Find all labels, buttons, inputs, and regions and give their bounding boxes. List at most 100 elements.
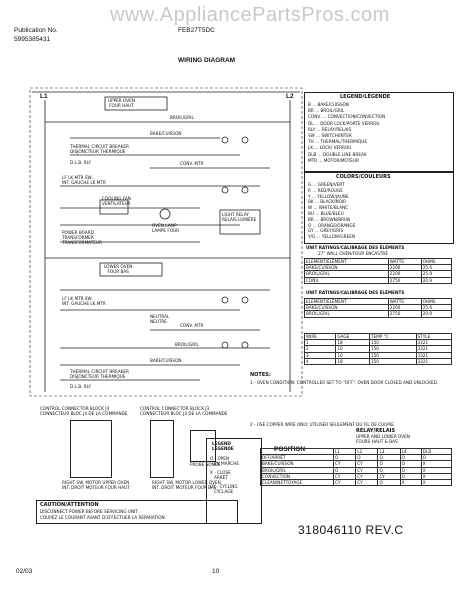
bake-label-upper: BAKE/CUISSON <box>150 131 182 136</box>
relay-title: RELAY/RELAIS <box>356 428 396 434</box>
table-cell: O <box>332 454 357 462</box>
page-number: 10 <box>212 568 220 575</box>
table-cell: O <box>332 466 357 474</box>
table-cell: O <box>377 466 401 474</box>
table-row: CONVECTION CY CY CY O X <box>260 472 453 481</box>
color-entry: GY ... GREY/GRIS <box>308 228 344 234</box>
table-cell: 20.9 <box>420 276 453 284</box>
part-number: 5995385431 <box>14 36 51 43</box>
color-entry: Y ... YELLOW/JAUNE <box>308 193 349 199</box>
table-header-cell: TEMP °C <box>368 332 417 341</box>
legend-entry: LK ... LOCK/ VERROU <box>308 145 352 151</box>
table-cell: 2750 <box>387 310 422 318</box>
document-number: 318046110 REV.C <box>298 523 404 537</box>
legend-cycling: CY - CYCLING CYCLAGE <box>210 484 238 494</box>
table-cell: O <box>377 454 401 462</box>
unit-ratings-title-upper: UNIT RATINGS/CALIBRAGE DES ÉLÉMENTS <box>306 245 405 250</box>
color-entry: BK ... BLACK/NOIR <box>308 199 347 205</box>
wall-oven-title-upper: 27" WALL OVEN/FOUR ENCASTRÉ <box>318 251 388 256</box>
l2-label: L2 <box>286 93 294 100</box>
right-sw-lower-caption: RIGHT SW. MOTOR LOWER OVEN INT. DROIT MO… <box>152 480 221 490</box>
power-board-label: POWER BOARD TRANSFORMER TRANSFORMATEUR <box>62 230 102 245</box>
table-cell: 4 <box>303 357 337 366</box>
table-header-cell: DLB <box>420 447 453 456</box>
table-header-row: L1 L2 L3 L4 DLB <box>260 447 453 456</box>
bake-label-lower: BAKE/CUISSON <box>150 358 182 363</box>
table-header-row: ELEMENT/ÉLÉMENT WATTS OHMS <box>304 257 453 266</box>
colors-list: G ... GREEN/VERT R ... RED/ROUGE Y ... Y… <box>308 182 355 240</box>
conv-motor-lower: CONV. MTR <box>180 323 204 328</box>
model-number: FEB27T5DC <box>178 27 215 34</box>
color-entry: Y/G ... YELLOW/GREEN <box>308 234 356 240</box>
colors-box <box>304 172 454 244</box>
table-cell: CY <box>355 472 379 481</box>
table-cell: O <box>420 454 453 462</box>
broil-label-upper: BROIL/GRIL <box>170 115 194 120</box>
legend-entry: DL ... DOOR LOCK/PORTE VERROU <box>308 120 380 126</box>
light-relay-label: LIGHT RELAY RELAIS LUMIÈRE <box>222 212 257 222</box>
table-cell: CY <box>355 466 379 474</box>
color-entry: BR ... BROWN/BRUN <box>308 216 351 222</box>
lf-lk-mtr-upper: LF LK MTR SW. INT. GAUCHE LK MTR <box>62 175 106 185</box>
upper-oven-label: UPPER OVEN FOUR HAUT <box>108 98 135 108</box>
lf-lk-mtr-lower: LF LK MTR SW. INT. GAUCHE LK MTR <box>62 296 106 306</box>
table-cell: 25.6 <box>420 264 453 272</box>
table-cell: 150 <box>368 351 417 359</box>
table-cell: X <box>420 460 453 468</box>
table-row: 4 18 150 3321 <box>303 357 452 366</box>
legend-entry: TH ... THERMAL/THERMIQUE <box>308 139 367 145</box>
control-block-j4 <box>70 420 112 478</box>
table-header-row: ELEMENT/ÉLÉMENT WATTS OHMS <box>304 297 453 306</box>
table-header-cell: WIRE <box>303 332 337 341</box>
colors-title: COLORS/COULEURS <box>336 174 391 180</box>
publication-label: Publication No. <box>14 27 58 34</box>
neutral-label: NEUTRAL NEUTRE <box>150 314 170 324</box>
relay-subtitle: UPPER AND LOWER OVEN FOURS HAUT & BAS <box>356 434 410 444</box>
table-cell: X <box>420 466 453 474</box>
table-cell: O <box>355 454 379 462</box>
table-header-cell: OHMS <box>420 257 453 266</box>
control-block-right-title: CONTROL CONNECTOR BLOCK J3 CONNECTEUR BL… <box>140 406 228 416</box>
cooling-fan-label: COOLING FAN VENTILATEUR <box>102 196 131 206</box>
table-cell: 3321 <box>415 339 452 347</box>
table-cell: 150 <box>368 345 417 353</box>
legend-entry: DLB ... DOUBLE LINE BREAK <box>308 151 367 157</box>
legend-box <box>304 92 454 172</box>
table-cell: O <box>377 460 401 468</box>
table-row: CLEAN/NETTOYAGE CY CY O X X <box>260 478 453 487</box>
upper-elements-table: ELEMENT/ÉLÉMENT WATTS OHMS BAKE/CUISSON … <box>304 257 453 284</box>
table-header-cell: L1 <box>332 447 357 456</box>
footer-date: 02/03 <box>16 568 33 575</box>
control-block-j3 <box>150 420 174 478</box>
note-1: 1 - OVEN CONDITION: CONTROLLER SET TO "O… <box>250 380 439 385</box>
caution-line-2: COUPEZ LE COURANT AVANT D'EFFECTUER LA R… <box>40 515 167 520</box>
relay-table: L1 L2 L3 L4 DLB OFF/ARRÊT O O O O O BAKE… <box>260 447 453 487</box>
legend-list: B ... BAKE/CUISSON BR ... BROIL/GRIL CON… <box>308 102 385 164</box>
table-header-cell: L3 <box>377 447 401 456</box>
table-cell: CY <box>355 460 379 468</box>
table-cell: 2 <box>303 345 337 353</box>
color-entry: R ... RED/ROUGE <box>308 187 343 193</box>
table-cell: 20.9 <box>420 310 453 318</box>
caution-title: CAUTION/ATTENTION <box>40 502 99 508</box>
watermark: www.AppliancePartsPros.com <box>110 4 390 26</box>
legend-entry: CONV. ... CONVECTION/CONVECTION <box>308 114 386 120</box>
table-cell: 1 <box>303 339 337 347</box>
table-row: BAKE/CUISSON CY CY O O X <box>260 460 453 468</box>
table-cell: 2750 <box>387 276 422 284</box>
table-cell: 3321 <box>415 345 452 353</box>
conv-motor-upper: CONV. MTR <box>180 161 204 166</box>
table-cell: CY <box>355 478 379 487</box>
table-header-row: WIRE GAGE TEMP °C STYLE <box>303 332 452 341</box>
legend-entry: BR ... BROIL/GRIL <box>308 108 345 114</box>
table-cell: BROIL/GRIL <box>304 310 389 318</box>
table-row: BROIL/GRIL O CY O O X <box>260 466 453 474</box>
table-cell: 25.6 <box>420 304 453 312</box>
table-cell: 150 <box>368 357 417 366</box>
probe-box <box>190 430 216 462</box>
table-cell: CY <box>332 472 357 481</box>
table-cell: CY <box>332 478 357 487</box>
table-header-cell: L2 <box>355 447 379 456</box>
wire-table: WIRE GAGE TEMP °C STYLE 1 18 150 3321 2 … <box>303 332 452 366</box>
